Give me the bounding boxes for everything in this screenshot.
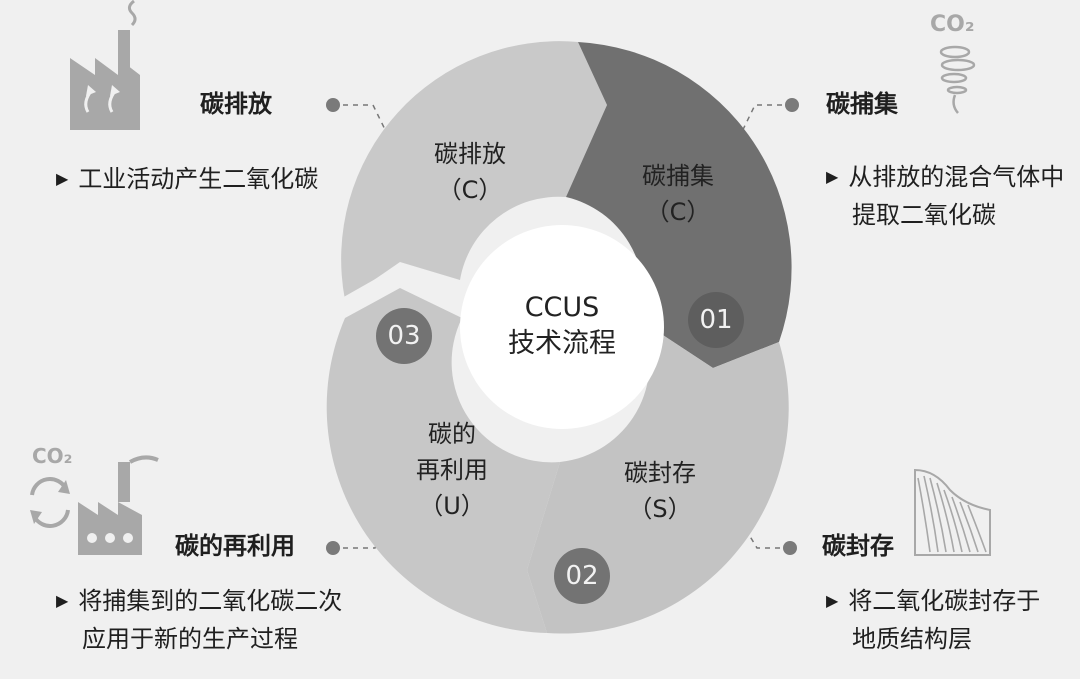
- segment-capture-code: （C）: [645, 198, 711, 226]
- segment-emission-code: （C）: [437, 176, 503, 204]
- segment-reuse-name-line2: 再利用: [416, 456, 488, 484]
- badge-03-label: 03: [387, 321, 421, 351]
- dot-storage: [783, 541, 797, 555]
- callout-capture-desc-line1: 从排放的混合气体中: [848, 163, 1065, 191]
- bullet-marker-icon: ▶: [826, 591, 839, 610]
- center-title-line2: 技术流程: [508, 328, 616, 359]
- segment-capture-name: 碳捕集: [642, 162, 714, 190]
- factory-emission-icon: [70, 0, 140, 130]
- callout-storage-desc-line2: 地质结构层: [852, 625, 972, 653]
- segment-storage-text: 碳封存 （S）: [600, 455, 720, 527]
- dot-emission: [326, 98, 340, 112]
- dot-capture: [785, 98, 799, 112]
- co2-label-top: CO₂: [930, 12, 975, 37]
- segment-reuse-text: 碳的 再利用 （U）: [392, 416, 512, 524]
- badge-01-label: 01: [699, 305, 733, 335]
- bullet-marker-icon: ▶: [56, 591, 69, 610]
- callout-reuse-desc-line2: 应用于新的生产过程: [82, 625, 298, 653]
- segment-storage-code: （S）: [628, 495, 692, 523]
- callout-reuse-desc-line1: 将捕集到的二氧化碳二次: [78, 587, 343, 615]
- badge-03: [376, 308, 432, 364]
- callout-capture-desc-line2: 提取二氧化碳: [852, 201, 996, 229]
- geological-layers-icon: [914, 468, 991, 556]
- callout-emission-title: 碳排放: [200, 90, 272, 118]
- segment-capture: [566, 42, 792, 368]
- callout-reuse-desc: ▶ 将捕集到的二氧化碳二次 应用于新的生产过程: [56, 582, 342, 658]
- callout-capture-desc: ▶ 从排放的混合气体中 提取二氧化碳: [826, 158, 1064, 234]
- badge-02-label: 02: [565, 561, 599, 591]
- factory-reuse-icon: [78, 455, 159, 555]
- segment-capture-text: 碳捕集 （C）: [618, 158, 738, 230]
- bullet-marker-icon: ▶: [56, 169, 69, 188]
- recycle-arrows-icon: [30, 477, 70, 528]
- callout-storage-title: 碳封存: [822, 532, 894, 560]
- callout-storage-desc-line1: 将二氧化碳封存于: [848, 587, 1041, 615]
- segment-storage-name: 碳封存: [624, 459, 696, 487]
- segment-reuse-code: （U）: [419, 492, 485, 520]
- separator-left: [337, 265, 465, 312]
- dot-reuse: [326, 541, 340, 555]
- co2-spiral-icon: [939, 45, 976, 114]
- segment-emission-name: 碳排放: [434, 140, 506, 168]
- badge-02: [554, 548, 610, 604]
- badge-01: [688, 292, 744, 348]
- center-circle: [460, 225, 664, 429]
- callout-reuse-title: 碳的再利用: [175, 532, 295, 560]
- center-title-line1: CCUS: [524, 292, 600, 323]
- callout-emission-desc-line1: 工业活动产生二氧化碳: [78, 165, 319, 193]
- segment-reuse: [326, 288, 560, 633]
- segment-emission-text: 碳排放 （C）: [410, 136, 530, 208]
- callout-storage-desc: ▶ 将二氧化碳封存于 地质结构层: [826, 582, 1040, 658]
- bullet-marker-icon: ▶: [826, 167, 839, 186]
- connector-dots: [326, 98, 799, 555]
- center-text: CCUS 技术流程: [492, 290, 632, 362]
- callout-emission-desc: ▶ 工业活动产生二氧化碳: [56, 160, 318, 198]
- segment-reuse-name-line1: 碳的: [428, 420, 476, 448]
- co2-label-reuse: CO₂: [32, 444, 73, 468]
- callout-capture-title: 碳捕集: [826, 90, 898, 118]
- segment-emission: [341, 41, 607, 301]
